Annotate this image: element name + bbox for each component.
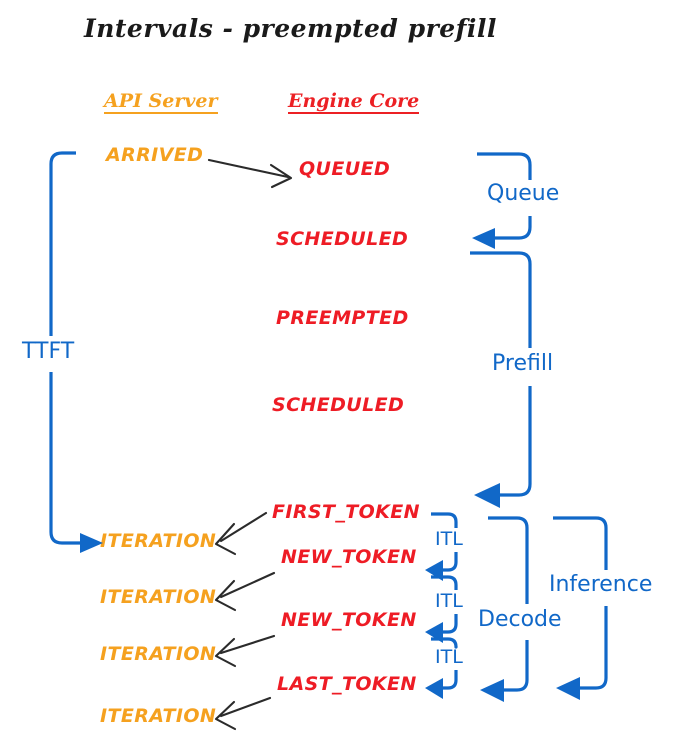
state-scheduled-1: SCHEDULED: [276, 228, 409, 250]
page-title: Intervals - preempted prefill: [84, 14, 497, 43]
interval-label-queue: Queue: [487, 181, 560, 206]
arrow-last-token-to-iteration-4: [214, 696, 272, 731]
bracket-prefill: [470, 251, 532, 508]
interval-label-itl-2: ITL: [435, 590, 463, 612]
interval-label-ttft: TTFT: [22, 339, 75, 364]
arrow-new-token-to-iteration-2: [214, 571, 276, 612]
interval-label-itl-3: ITL: [435, 646, 463, 668]
interval-label-decode: Decode: [478, 607, 562, 632]
state-last-token: LAST_TOKEN: [277, 673, 417, 695]
state-iteration-1: ITERATION: [100, 530, 217, 552]
state-scheduled-2: SCHEDULED: [272, 394, 405, 416]
interval-label-prefill: Prefill: [492, 351, 554, 376]
state-new-token-2: NEW_TOKEN: [281, 609, 417, 631]
state-arrived: ARRIVED: [106, 144, 204, 166]
interval-label-inference: Inference: [549, 572, 653, 597]
state-first-token: FIRST_TOKEN: [272, 501, 420, 523]
column-header-api-server: API Server: [104, 90, 218, 114]
arrow-first-token-to-iteration-1: [214, 511, 268, 556]
arrow-arrived-to-queued: [207, 158, 293, 189]
state-queued: QUEUED: [299, 158, 391, 180]
arrow-new-token-to-iteration-3: [214, 634, 276, 668]
state-preempted: PREEMPTED: [276, 307, 409, 329]
state-iteration-2: ITERATION: [100, 586, 217, 608]
state-new-token-1: NEW_TOKEN: [281, 546, 417, 568]
state-iteration-3: ITERATION: [100, 643, 217, 665]
state-iteration-4: ITERATION: [100, 705, 217, 727]
interval-label-itl-1: ITL: [435, 528, 463, 550]
column-header-engine-core: Engine Core: [288, 90, 420, 114]
